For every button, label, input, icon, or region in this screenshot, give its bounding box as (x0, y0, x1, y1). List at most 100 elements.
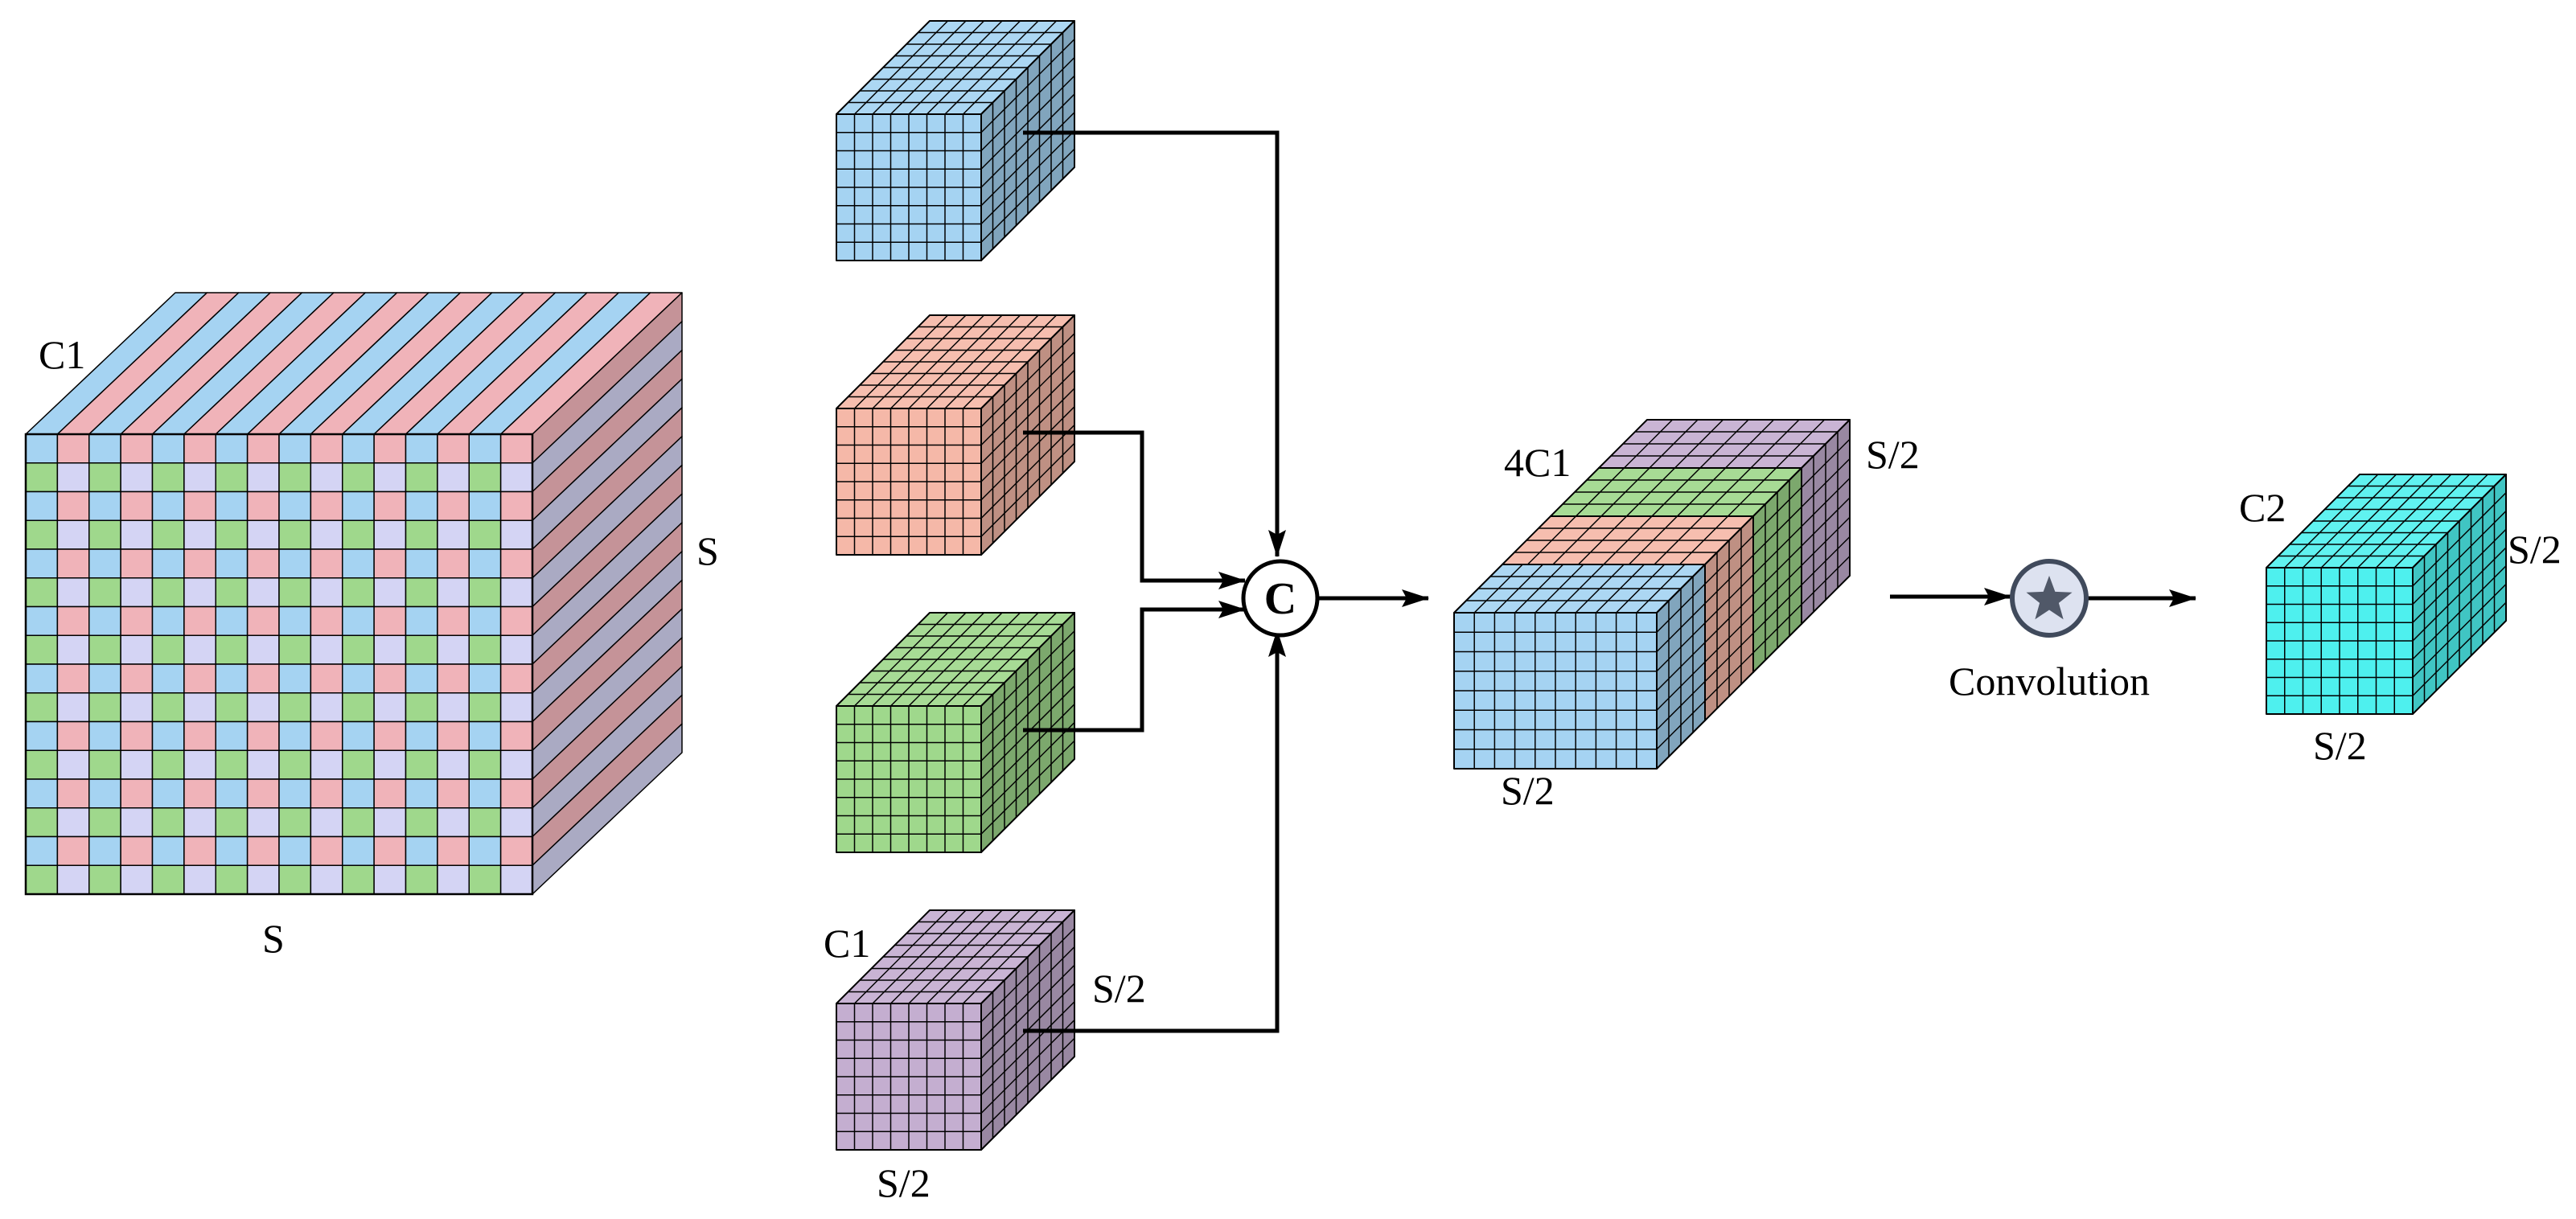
input-cell (25, 605, 59, 636)
input-cell (183, 778, 216, 809)
concat-operator: C (1241, 559, 1320, 638)
input-cell (120, 634, 154, 665)
input-cell (183, 577, 216, 608)
slice-blue-cube (836, 20, 1075, 261)
slice-s2-right-label: S/2 (1092, 966, 1146, 1011)
input-cell (310, 577, 343, 608)
input-cell (499, 634, 533, 665)
input-cell (468, 778, 502, 809)
input-cell (468, 634, 502, 665)
input-cell (183, 807, 216, 838)
route-pink-arrow (1023, 430, 1246, 589)
input-cell (437, 433, 470, 464)
input-cell (468, 720, 502, 751)
input-c1-label: C1 (39, 332, 85, 377)
input-cell (405, 749, 438, 780)
input-cell (120, 778, 154, 809)
stack-4c1-label: 4C1 (1504, 440, 1571, 485)
input-cell (499, 692, 533, 723)
input-cell (88, 778, 121, 809)
input-cell (56, 778, 90, 809)
input-cell (499, 548, 533, 579)
input-cell (120, 433, 154, 464)
input-cell (25, 807, 59, 838)
input-cell (437, 807, 470, 838)
input-cell (183, 835, 216, 866)
input-cell (215, 807, 249, 838)
input-cell (246, 749, 280, 780)
input-cell (56, 605, 90, 636)
input-cell (88, 462, 121, 493)
input-cell (373, 778, 407, 809)
input-cell (215, 692, 249, 723)
input-cell (373, 749, 407, 780)
input-cell (468, 807, 502, 838)
input-cell (405, 490, 438, 521)
input-cell (278, 490, 312, 521)
input-cell (25, 634, 59, 665)
input-cell (88, 663, 121, 694)
input-cell (342, 462, 375, 493)
input-cell (88, 605, 121, 636)
input-cell (373, 692, 407, 723)
input-cell (437, 605, 470, 636)
stack-s2-right-label: S/2 (1866, 432, 1920, 477)
input-cell (373, 577, 407, 608)
input-cell (56, 692, 90, 723)
input-cell (25, 835, 59, 866)
input-cell (215, 634, 249, 665)
input-cell (215, 490, 249, 521)
input-cell (310, 490, 343, 521)
input-cell (342, 490, 375, 521)
input-cell (278, 519, 312, 550)
input-cell (342, 548, 375, 579)
input-cell (342, 778, 375, 809)
input-cell (151, 835, 185, 866)
input-cell (468, 835, 502, 866)
input-cell (88, 749, 121, 780)
input-cell (342, 519, 375, 550)
input-cell (499, 577, 533, 608)
input-cell (342, 605, 375, 636)
input-cell (56, 720, 90, 751)
input-cell (88, 835, 121, 866)
input-cell (56, 433, 90, 464)
input-cell (183, 548, 216, 579)
input-cell (215, 749, 249, 780)
input-cell (151, 577, 185, 608)
slice-s2-bottom-label: S/2 (877, 1160, 931, 1205)
input-cell (183, 433, 216, 464)
input-cell (25, 462, 59, 493)
input-cell (183, 519, 216, 550)
input-cell (25, 548, 59, 579)
input-cell (373, 663, 407, 694)
input-cell (183, 462, 216, 493)
input-cell (373, 720, 407, 751)
input-cell (183, 749, 216, 780)
input-cell (499, 519, 533, 550)
input-cell (151, 692, 185, 723)
input-cell (468, 519, 502, 550)
input-cell (437, 749, 470, 780)
input-cell (151, 749, 185, 780)
stack-s2-bottom-label: S/2 (1501, 768, 1555, 813)
input-cell (246, 490, 280, 521)
input-cell (405, 835, 438, 866)
input-cell (373, 519, 407, 550)
input-cell (437, 634, 470, 665)
input-cell (437, 720, 470, 751)
output-cube (2266, 474, 2507, 715)
input-cell (120, 519, 154, 550)
input-cell (56, 548, 90, 579)
input-cell (151, 663, 185, 694)
input-cell (246, 462, 280, 493)
input-cell (278, 462, 312, 493)
input-cell (215, 605, 249, 636)
input-cell (468, 462, 502, 493)
input-cell (183, 490, 216, 521)
input-cell (437, 663, 470, 694)
input-cell (373, 835, 407, 866)
input-cell (468, 692, 502, 723)
input-cell (151, 864, 185, 895)
input-feature-map (24, 292, 683, 896)
